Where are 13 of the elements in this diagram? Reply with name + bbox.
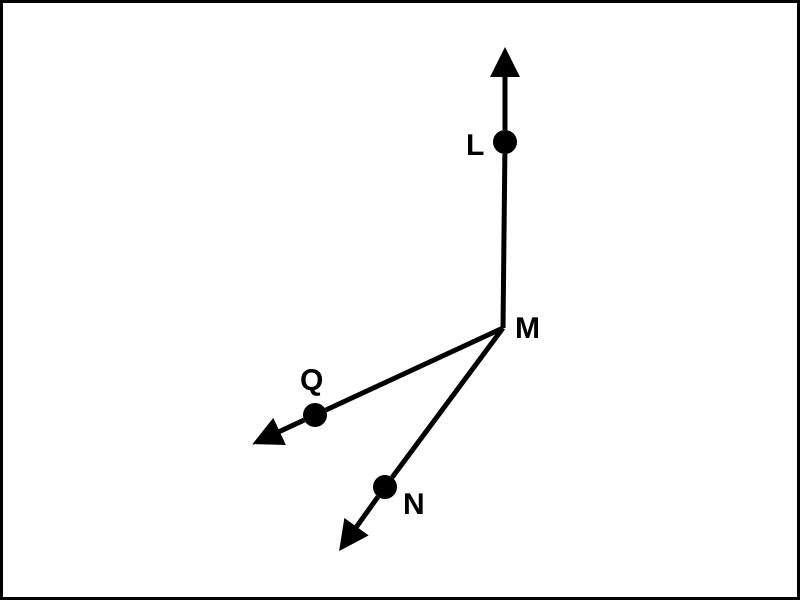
ray-arrow: [490, 47, 520, 130]
ray-arrow: [339, 495, 380, 552]
ray-arrow: [252, 418, 306, 446]
point-label: Q: [300, 366, 324, 396]
point-dot: [303, 403, 327, 427]
point-dot: [493, 130, 517, 154]
point-label: N: [403, 490, 425, 520]
ray-line: [324, 326, 504, 412]
point-label: L: [466, 131, 484, 161]
point-label: M: [515, 314, 540, 344]
ray-line: [390, 326, 505, 479]
point-dot: [373, 475, 397, 499]
ray-line: [500, 154, 508, 328]
